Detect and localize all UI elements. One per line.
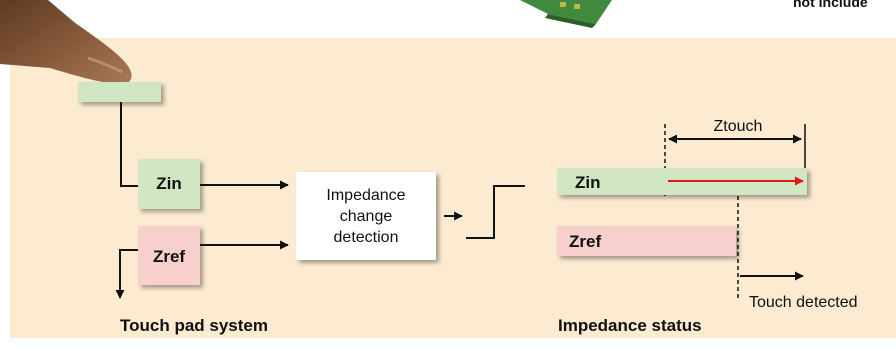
zref-box-left [138,226,200,285]
zref-label-left: Zref [153,247,185,266]
circuit-board-image [520,0,612,28]
zref-bar-right [557,226,736,256]
top-right-text: not include [793,0,868,10]
detector-label-line3: detection [334,229,399,246]
detector-label-line1: Impedance [326,187,405,204]
touch-pad-system-caption: Touch pad system [120,316,268,335]
ztouch-label: Ztouch [714,118,763,135]
touch-pad [78,82,161,102]
zin-label-right: Zin [575,173,601,192]
zin-box-left [138,159,200,209]
zref-ground-arrow [115,249,138,299]
step-signal [466,185,525,239]
impedance-status-caption: Impedance status [558,316,702,335]
touch-detected-label: Touch detected [749,294,858,311]
finger-image [0,0,132,85]
zin-label-left: Zin [156,174,182,193]
zref-label-right: Zref [569,232,601,251]
impedance-detector-box [296,172,436,260]
pad-wire [120,102,138,187]
detector-label-line2: change [340,208,393,225]
